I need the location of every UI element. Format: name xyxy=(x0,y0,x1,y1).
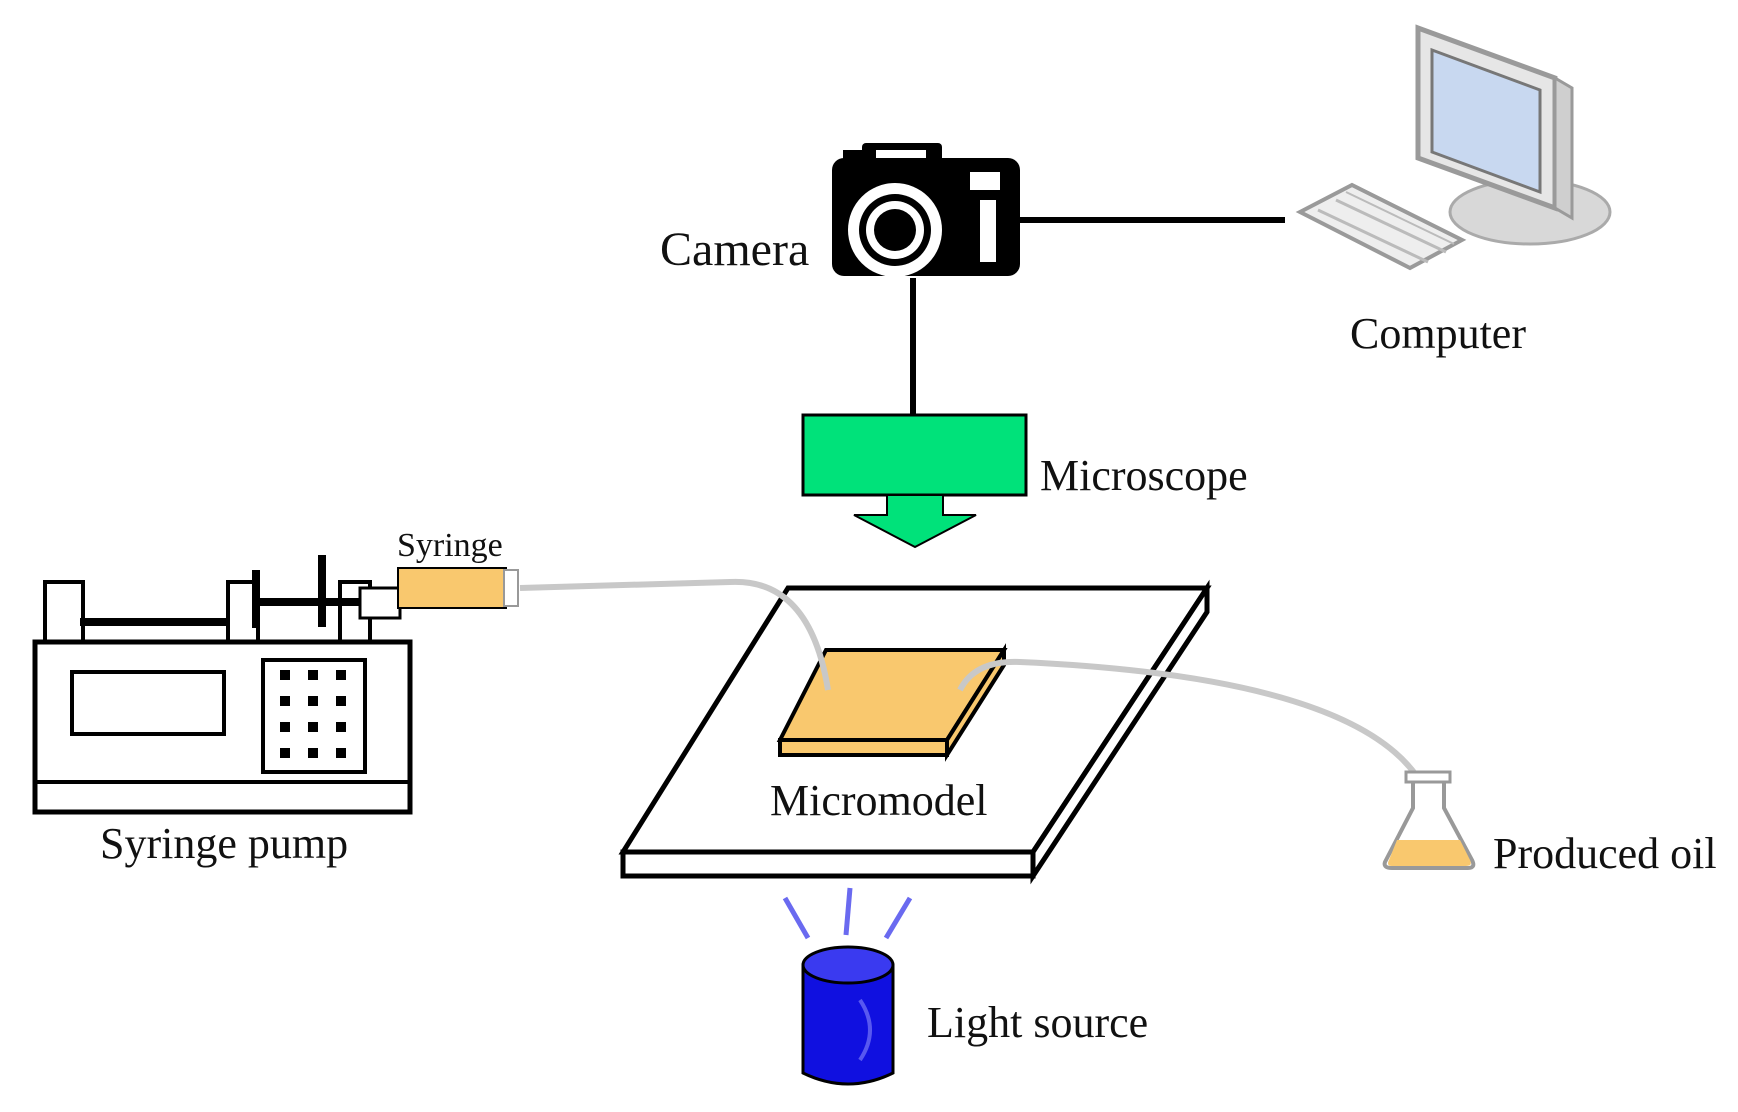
computer-icon xyxy=(1295,24,1612,271)
syringe-pump-label: Syringe pump xyxy=(100,819,348,868)
outlet-tubing xyxy=(957,658,1428,792)
light-ray-left xyxy=(782,896,811,940)
inlet-tubing xyxy=(519,578,831,691)
camera-icon xyxy=(832,143,1020,277)
light-ray-right xyxy=(883,896,913,940)
micromodel-label: Micromodel xyxy=(770,776,988,825)
microscope-icon xyxy=(801,413,1028,549)
syringe-label: Syringe xyxy=(397,527,503,564)
flask-icon xyxy=(1382,770,1476,870)
light-source-icon xyxy=(782,887,913,1086)
microscope-label: Microscope xyxy=(1040,451,1248,500)
light-source-label: Light source xyxy=(927,998,1148,1047)
micromodel xyxy=(776,643,1008,762)
computer-label: Computer xyxy=(1350,309,1526,358)
light-ray-center xyxy=(843,887,853,936)
camera-label: Camera xyxy=(660,223,809,276)
produced-oil-label: Produced oil xyxy=(1493,829,1717,878)
syringe-icon xyxy=(397,567,519,609)
microscope-stage xyxy=(618,579,1212,885)
syringe-pump-icon xyxy=(32,555,413,815)
